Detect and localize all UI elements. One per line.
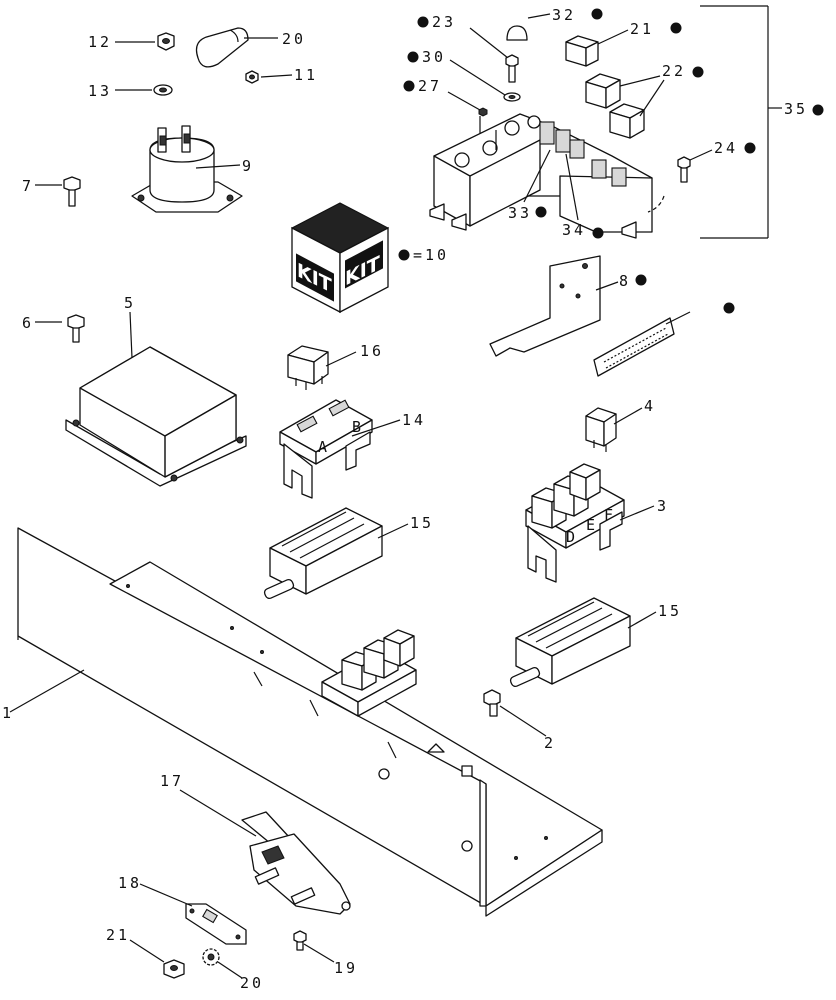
callout-label: 9 <box>242 157 254 175</box>
callout-label: 16 <box>360 342 384 360</box>
socket-letter-b: B <box>352 418 364 436</box>
part-34-decal <box>593 302 735 377</box>
callout-label: 17 <box>160 772 184 790</box>
callout-label: 15 <box>410 514 434 532</box>
part-5-control-box: 5 <box>65 294 247 487</box>
callout-label: 8 <box>619 272 631 290</box>
callout-label: 7 <box>22 177 34 195</box>
socket-letter-a: A <box>318 438 330 456</box>
callout-label: 18 <box>118 874 142 892</box>
callout-label: 20 <box>240 974 264 992</box>
callout-label: 32 <box>552 6 576 24</box>
part-17-breaker: 17 <box>160 772 351 915</box>
part-27-nut: 27 <box>403 77 488 117</box>
callout-label: 19 <box>334 959 358 977</box>
part-24-relays: 22 <box>585 62 704 139</box>
part-20-lock-washer: 20 <box>202 948 264 992</box>
part-1-main-panel: 1 <box>2 527 603 917</box>
callout-label: 35 <box>784 100 808 118</box>
callout-label: 13 <box>88 82 112 100</box>
part-32-33-leaders: 33 34 <box>508 149 604 239</box>
callout-label: 12 <box>88 33 112 51</box>
part-9-solenoid: 9 <box>131 125 254 213</box>
callout-label: 1 <box>2 704 14 722</box>
part-15-fuse-block-right: 15 <box>509 597 682 688</box>
callout-label: 5 <box>124 294 136 312</box>
callout-label: 34 <box>562 221 586 239</box>
callout-label: 4 <box>644 397 656 415</box>
callout-label: 22 <box>662 62 686 80</box>
callout-label: 14 <box>402 411 426 429</box>
part-11-small-nut: 11 <box>245 66 318 84</box>
part-6-bolt: 6 <box>22 314 85 343</box>
part-14-relay-socket: A B 14 <box>279 399 426 499</box>
callout-label: 3 <box>657 497 669 515</box>
part-2-screw: 2 <box>483 689 556 752</box>
callout-label: 33 <box>508 204 532 222</box>
part-21-nut: 21 <box>106 926 185 979</box>
part-12-nut: 12 <box>88 32 175 51</box>
socket-letter-d: D <box>566 528 578 546</box>
part-3-relay-socket: D E F 3 <box>525 463 669 583</box>
part-7-bolt: 7 <box>22 176 81 207</box>
part-15-fuse-block-left: 15 <box>263 507 434 600</box>
part-18-fuse: 18 <box>118 874 247 945</box>
callout-label: 21 <box>630 20 654 38</box>
part-31-washer: 30 <box>407 48 521 102</box>
socket-letter-f: F <box>604 506 616 524</box>
callout-label: 11 <box>294 66 318 84</box>
callout-label: 30 <box>422 48 446 66</box>
callout-label: =10 <box>413 246 449 264</box>
callout-label: 2 <box>544 734 556 752</box>
part-10-kit: KIT KIT =10 <box>290 202 449 314</box>
part-13-washer: 13 <box>88 82 173 100</box>
socket-letter-e: E <box>586 516 598 534</box>
part-19-screw: 19 <box>293 930 358 977</box>
part-8-bracket: 8 <box>489 255 647 357</box>
callout-label: 23 <box>432 13 456 31</box>
callout-label: 21 <box>106 926 130 944</box>
callout-label: 27 <box>418 77 442 95</box>
callout-label: 15 <box>658 602 682 620</box>
part-4-relay: 4 <box>585 397 656 452</box>
callout-label: 24 <box>714 139 738 157</box>
part-26-bolt: 23 <box>417 13 519 83</box>
callout-label: 6 <box>22 314 34 332</box>
part-22-terminal-boot: 20 <box>195 27 306 68</box>
part-25-bolt: 24 <box>677 139 756 183</box>
part-30-cap: 32 <box>506 6 603 41</box>
part-23-relay: 21 <box>565 20 682 67</box>
callout-label: 20 <box>282 30 306 48</box>
part-16-relay: 16 <box>287 342 384 390</box>
kit-marker-dot <box>398 249 410 261</box>
